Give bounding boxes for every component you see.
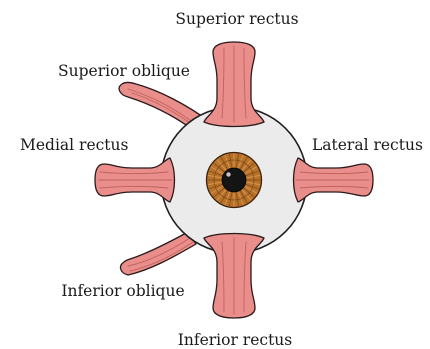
pupil [222,168,246,192]
label-superior-oblique: Superior oblique [58,62,190,80]
medial-rectus-muscle [95,158,175,202]
superior-rectus-muscle [204,42,264,127]
inferior-rectus-muscle [204,234,264,319]
inferior-oblique-muscle [121,232,196,275]
label-medial-rectus: Medial rectus [20,136,129,154]
label-lateral-rectus: Lateral rectus [312,136,423,154]
label-inferior-oblique: Inferior oblique [61,282,184,300]
lateral-rectus-muscle [294,158,374,202]
label-inferior-rectus: Inferior rectus [178,331,293,349]
label-superior-rectus: Superior rectus [175,10,298,28]
